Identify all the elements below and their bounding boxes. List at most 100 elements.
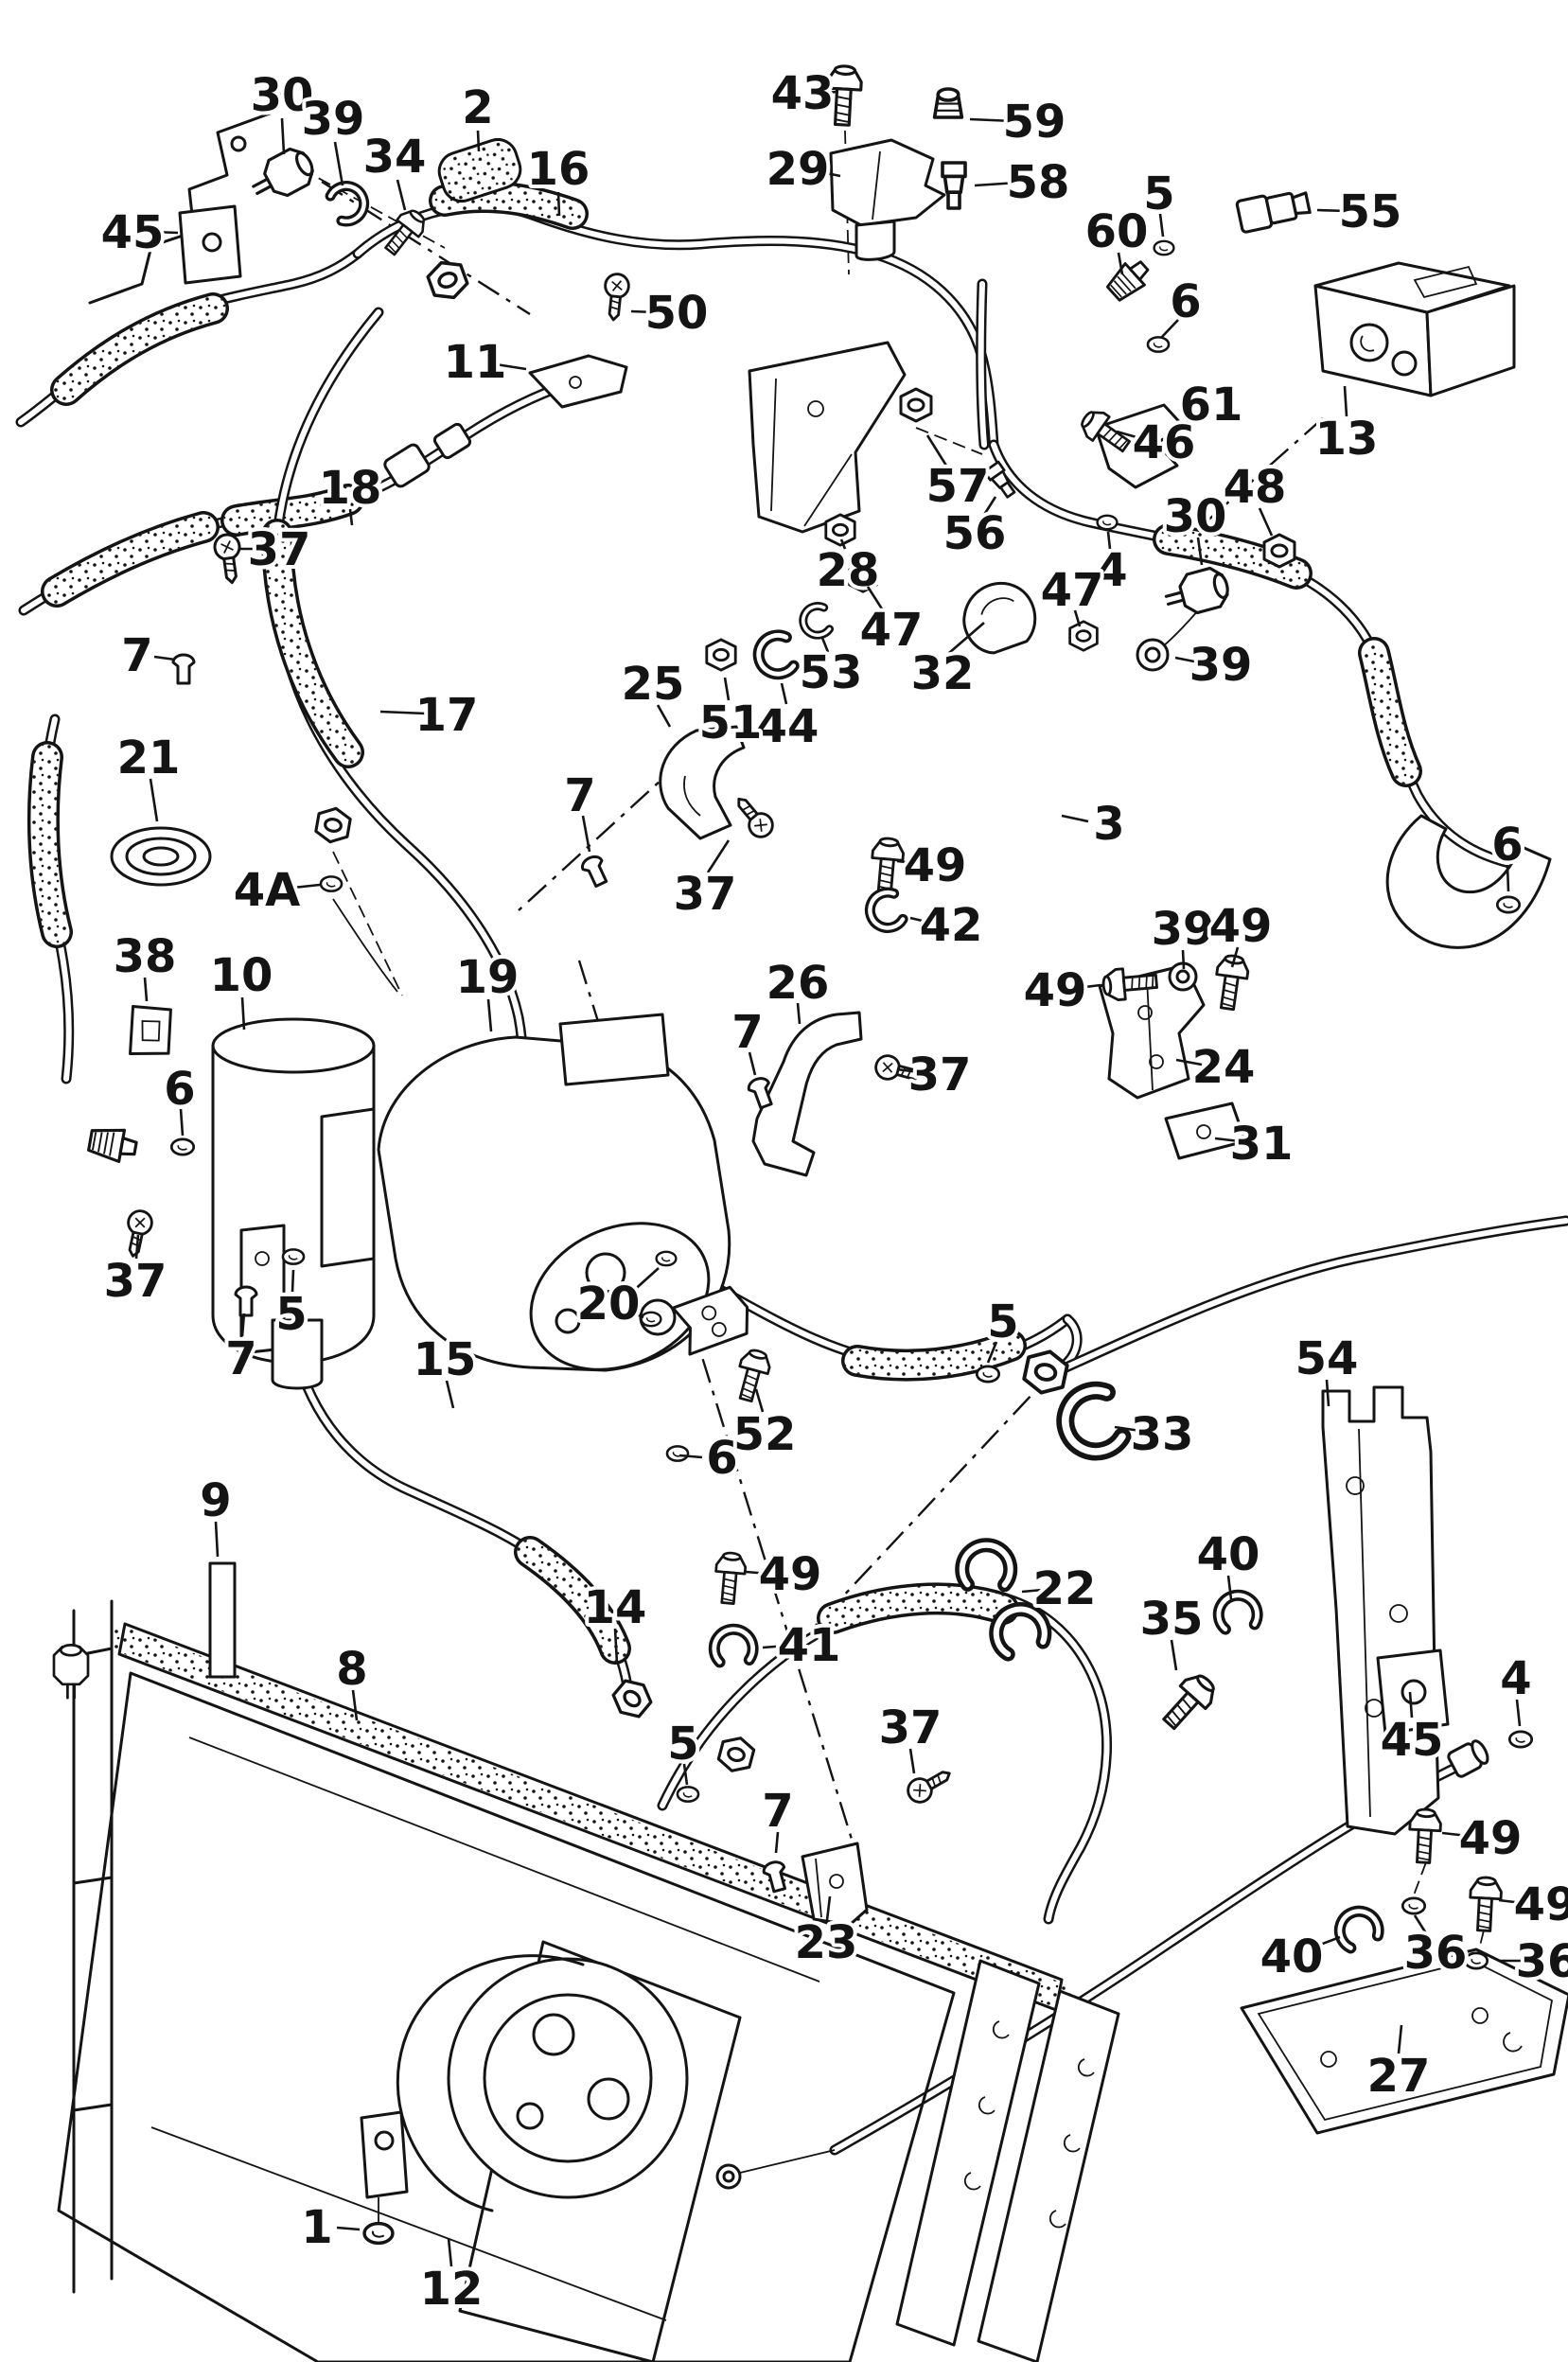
callout-leader-39 bbox=[1174, 656, 1200, 664]
callout-leader-52 bbox=[754, 1388, 765, 1413]
grommet-1 bbox=[362, 2221, 395, 2246]
callout-leader-53 bbox=[820, 637, 830, 653]
callout-6: 6 bbox=[1170, 275, 1201, 328]
callout-39: 39 bbox=[1189, 639, 1253, 692]
callout-44: 44 bbox=[756, 700, 819, 753]
callout-leader-28 bbox=[839, 538, 847, 550]
plate-31 bbox=[1164, 1102, 1247, 1160]
nut-4a bbox=[312, 803, 354, 847]
callout-59: 59 bbox=[1003, 96, 1066, 149]
receiver-drier-10 bbox=[211, 1017, 376, 1390]
callout-5: 5 bbox=[275, 1288, 307, 1341]
sensor-55 bbox=[1235, 185, 1313, 235]
callout-leader-29 bbox=[817, 169, 841, 178]
clamp-33 bbox=[1059, 1386, 1125, 1459]
callout-49: 49 bbox=[1514, 1878, 1568, 1931]
callout-leader-43 bbox=[821, 90, 839, 95]
callout-leader-20 bbox=[629, 1310, 644, 1319]
bolt-49-d bbox=[712, 1550, 749, 1606]
callout-53: 53 bbox=[800, 646, 863, 699]
callout-leader-19 bbox=[486, 998, 493, 1032]
callout-25: 25 bbox=[622, 658, 685, 711]
callout-leader-12 bbox=[447, 2237, 453, 2267]
callout-leader-27 bbox=[1397, 2024, 1403, 2054]
callout-1: 1 bbox=[301, 2201, 332, 2254]
callout-leader-49 bbox=[1498, 1898, 1524, 1905]
callout-leader-5 bbox=[1158, 213, 1165, 238]
callout-39: 39 bbox=[1152, 903, 1215, 956]
bracket-29 bbox=[829, 138, 946, 227]
bracket-28 bbox=[748, 341, 907, 534]
callout-leader-56 bbox=[982, 496, 997, 516]
callout-6: 6 bbox=[164, 1063, 195, 1116]
clamp-42 bbox=[866, 890, 904, 931]
callout-37: 37 bbox=[908, 1049, 972, 1102]
fitting-left bbox=[85, 1122, 140, 1166]
condenser-face bbox=[57, 1671, 956, 2362]
callout-leader-37 bbox=[134, 1234, 140, 1260]
callout-leader-33 bbox=[1114, 1425, 1141, 1433]
callout-57: 57 bbox=[926, 460, 990, 513]
callout-leader-31 bbox=[1214, 1137, 1241, 1143]
callout-leader-40 bbox=[1312, 1935, 1341, 1949]
callout-42: 42 bbox=[920, 899, 983, 952]
callout-38: 38 bbox=[114, 930, 177, 983]
callout-13: 13 bbox=[1315, 413, 1379, 466]
bolt-52 bbox=[731, 1346, 775, 1405]
clamp-22-a bbox=[960, 1543, 1013, 1589]
callout-7: 7 bbox=[762, 1785, 793, 1838]
callout-27: 27 bbox=[1367, 2050, 1431, 2103]
callout-leader-8 bbox=[351, 1689, 359, 1721]
oring-20-b bbox=[640, 1311, 662, 1328]
callout-leader-6 bbox=[1506, 864, 1510, 892]
callout-17: 17 bbox=[415, 689, 479, 742]
oring-20-a bbox=[655, 1250, 678, 1267]
callout-leader-25 bbox=[656, 704, 672, 728]
callout-26: 26 bbox=[766, 957, 830, 1010]
callout-60: 60 bbox=[1085, 205, 1149, 258]
callout-leader-48 bbox=[1258, 507, 1274, 537]
rivet-7-b bbox=[578, 852, 612, 890]
callout-58: 58 bbox=[1007, 156, 1070, 209]
callout-leader-11 bbox=[495, 362, 527, 371]
oring-4-b bbox=[1507, 1730, 1534, 1749]
nut-57 bbox=[899, 387, 933, 423]
callout-47: 47 bbox=[860, 604, 924, 657]
callout-52: 52 bbox=[733, 1408, 797, 1461]
bolt-49-e bbox=[1406, 1807, 1443, 1865]
callout-6: 6 bbox=[1491, 819, 1523, 872]
callout-7: 7 bbox=[225, 1332, 256, 1385]
callout-4: 4 bbox=[1096, 544, 1127, 597]
nut-mid bbox=[1020, 1346, 1071, 1399]
callout-leader-45 bbox=[152, 230, 179, 235]
callout-leader-18 bbox=[348, 508, 354, 526]
nut-bottom bbox=[714, 1732, 758, 1777]
fitting-30-top bbox=[244, 142, 321, 209]
condenser-core-mesh bbox=[458, 1940, 742, 2362]
callout-leader-17 bbox=[379, 710, 427, 715]
callout-37: 37 bbox=[248, 523, 311, 576]
clamp-32 bbox=[962, 581, 1037, 655]
callout-leader-40 bbox=[1226, 1575, 1233, 1600]
callout-leader-5 bbox=[986, 1341, 998, 1364]
callout-45: 45 bbox=[1381, 1714, 1444, 1767]
callout-leader-4 bbox=[1515, 1699, 1522, 1727]
clamp-40-b bbox=[1334, 1906, 1382, 1950]
clip-45 bbox=[178, 204, 242, 285]
plate-45-right bbox=[1376, 1648, 1450, 1736]
screw-37-c bbox=[728, 789, 779, 843]
callout-leader-39 bbox=[333, 141, 344, 186]
callout-48: 48 bbox=[1224, 461, 1287, 514]
nut-28 bbox=[824, 513, 856, 547]
clamp-44 bbox=[755, 633, 794, 677]
union-nut bbox=[423, 255, 472, 306]
callout-leader-6 bbox=[678, 1454, 703, 1459]
bolt-49-f bbox=[1467, 1875, 1504, 1933]
callout-33: 33 bbox=[1131, 1408, 1194, 1461]
callout-leader-44 bbox=[780, 682, 788, 705]
bracket-23 bbox=[801, 1842, 869, 1927]
callout-leader-50 bbox=[630, 309, 657, 314]
callout-49: 49 bbox=[1459, 1812, 1523, 1865]
callout-49: 49 bbox=[759, 1548, 822, 1601]
callout-15: 15 bbox=[414, 1333, 477, 1386]
